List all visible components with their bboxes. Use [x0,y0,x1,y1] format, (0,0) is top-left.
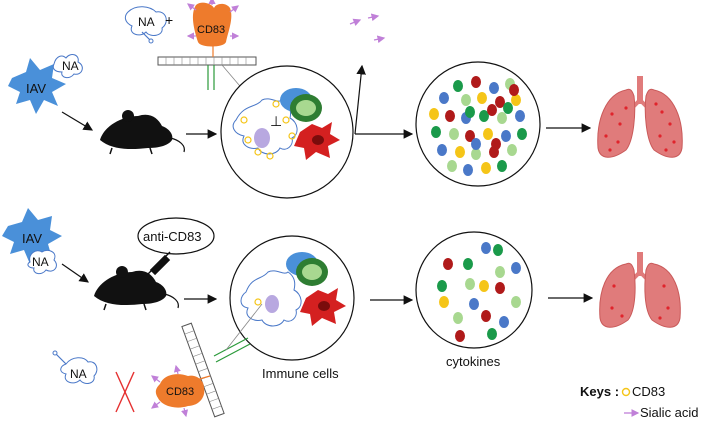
immune-cells-circle-top: ⊥ [220,65,354,199]
anti-cd83-label: anti-CD83 [137,217,215,255]
free-sialic-acids [349,13,386,44]
lung-icon-bottom [599,252,681,328]
legend-cd83-symbol [621,387,631,397]
immune-cells-label: Immune cells [262,366,339,381]
na-label-virus-top: NA [62,59,79,73]
arrow-immune-to-cytokines-top [354,64,414,139]
anti-cd83-text: anti-CD83 [143,229,202,244]
immune-cells-circle-bottom [229,235,355,361]
virus-icon: IAV NA [8,54,83,114]
arrow-virus-to-mouse-top [61,111,94,131]
keys-title: Keys : [580,384,619,399]
na-molecule-bottom: NA [52,350,98,384]
iav-label-bottom: IAV [22,231,42,246]
na-label-top-complex: NA [138,15,155,29]
cytokines-circle-bottom [415,231,533,349]
virus-icon-bottom: IAV NA [2,208,62,275]
cytokine-dots-top [429,76,527,176]
sialic-acid-icon [186,0,240,40]
lung-icon [597,76,683,158]
iav-label-top: IAV [26,81,46,96]
arrow-virus-to-mouse-bottom [61,263,89,283]
mouse-icon-bottom [94,266,179,311]
cytokines-circle-top [415,61,541,187]
cytokines-label: cytokines [446,354,501,369]
na-molecule-top: NA [124,6,167,44]
cd83-molecule-icon-bottom: CD83 [151,364,205,418]
legend-cd83-label: CD83 [632,384,665,399]
plus-sign: + [165,12,173,28]
cell-membrane-bottom [181,303,263,418]
cd83-label-bottom: CD83 [166,386,194,398]
inhibition-symbol: ⊥ [270,113,282,129]
cd83-molecule-icon: CD83 [186,0,240,47]
cd83-label-top: CD83 [197,24,225,36]
na-label-free-bottom: NA [70,367,87,381]
inhibition-cross-icon [115,371,135,413]
cytokine-dots-bottom [437,242,521,342]
mouse-icon [100,110,185,155]
na-cd83-complex: NA + CD83 [124,0,240,47]
legend: Keys : CD83 Sialic acid [580,384,699,420]
legend-sialic-acid-label: Sialic acid [640,405,699,420]
na-label-virus-bottom: NA [32,255,49,269]
